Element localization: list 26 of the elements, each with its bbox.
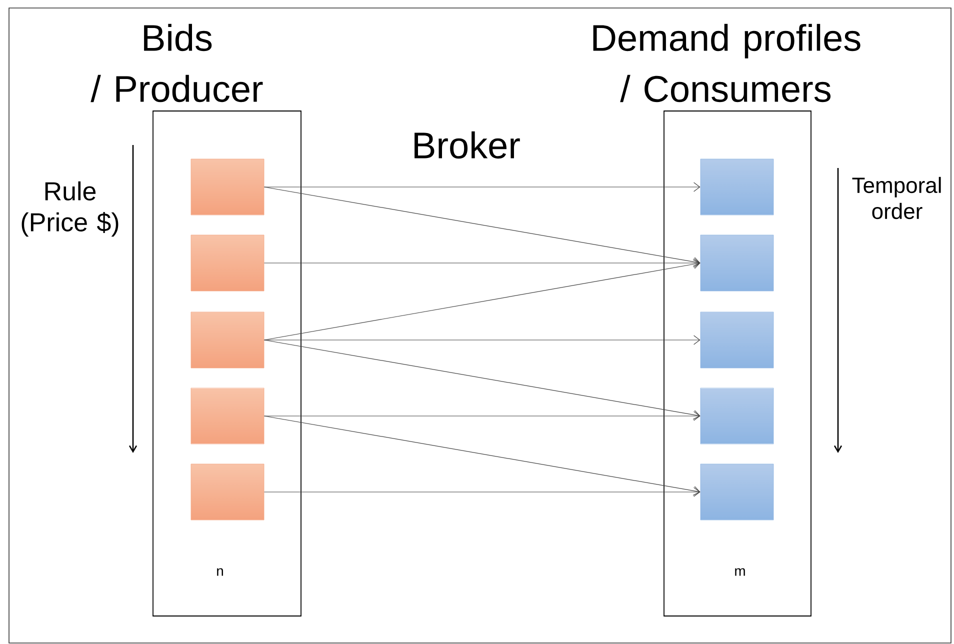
- box: [700, 234, 774, 292]
- box: [700, 312, 774, 368]
- box: [190, 158, 264, 216]
- axis-label: Temporal order: [852, 176, 941, 220]
- box: [190, 312, 264, 368]
- arrow: [264, 259, 700, 340]
- arrow: [264, 487, 700, 497]
- box: [700, 464, 774, 520]
- arrow: [264, 340, 700, 420]
- axis-label: Rule (Price $): [22, 181, 118, 237]
- arrow: [264, 182, 700, 192]
- arrow: [264, 186, 700, 267]
- box: [190, 234, 264, 292]
- arrow: [264, 411, 700, 421]
- variable-label: n: [217, 568, 223, 576]
- variable-label: m: [735, 568, 745, 576]
- broker-label: Broker: [414, 131, 520, 159]
- arrow: [264, 416, 700, 496]
- box: [190, 464, 264, 520]
- box: [700, 158, 774, 216]
- heading: Bids / Producer: [90, 24, 263, 102]
- heading: Demand profiles / Consumers: [593, 24, 860, 102]
- box: [700, 388, 774, 444]
- box: [190, 388, 264, 444]
- arrow: [264, 335, 700, 345]
- arrow: [264, 258, 700, 268]
